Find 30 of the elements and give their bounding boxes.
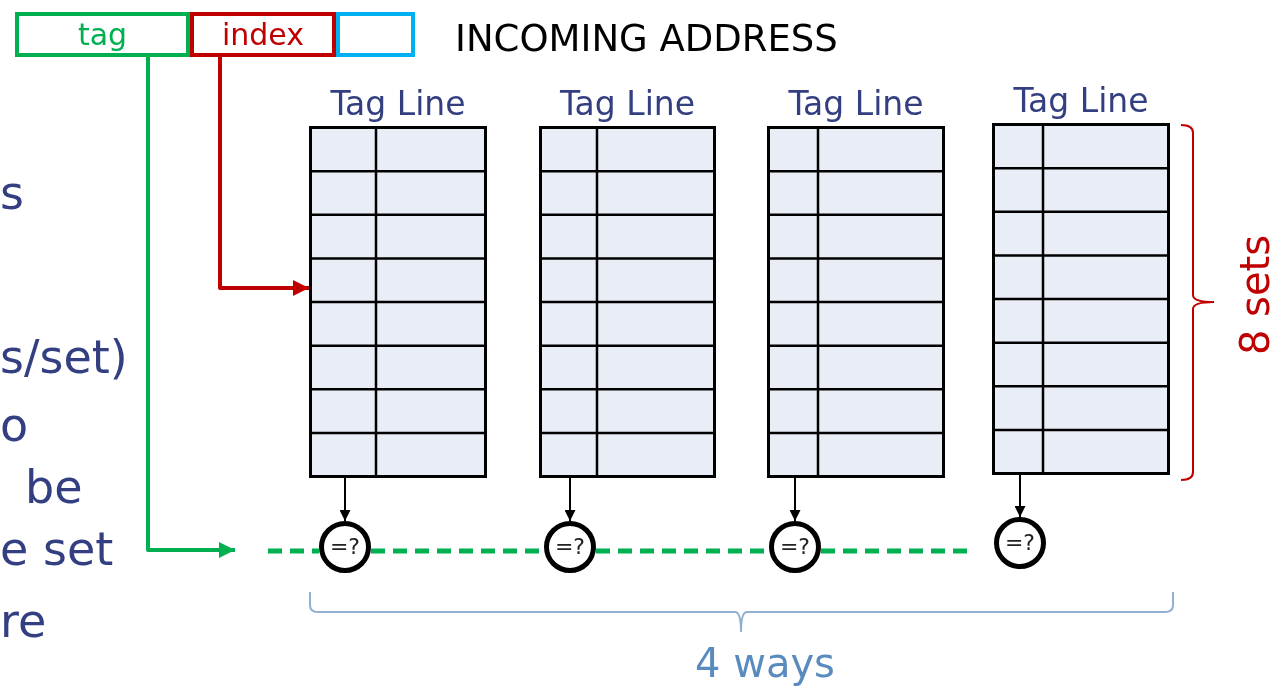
title-text: INCOMING ADDRESS xyxy=(455,20,838,57)
comparator-label: =? xyxy=(1004,532,1036,554)
address-field: index xyxy=(190,12,336,57)
offset-field xyxy=(336,12,415,57)
arrow xyxy=(1014,474,1026,518)
body-text: be xyxy=(25,464,83,510)
sets-label: 8 sets xyxy=(1235,234,1275,356)
body-text: o xyxy=(0,402,29,448)
way-heading: Tag Line xyxy=(787,84,925,124)
arrow xyxy=(146,57,235,558)
way-heading: Tag Line xyxy=(558,84,697,124)
comparator-circle xyxy=(544,521,596,573)
dashed-line xyxy=(268,548,319,554)
way-heading: Tag Line xyxy=(1012,81,1150,121)
body-text: e set xyxy=(0,526,114,572)
arrow xyxy=(339,477,351,522)
comparator-circle xyxy=(319,521,371,573)
arrow xyxy=(564,477,576,522)
address-field: tag xyxy=(15,12,190,57)
comparator-circle xyxy=(769,521,821,573)
arrow xyxy=(789,477,801,522)
comparator-label: =? xyxy=(779,536,811,558)
way-heading: Tag Line xyxy=(329,84,467,124)
comparator-label: =? xyxy=(329,536,361,558)
body-text: re xyxy=(0,598,47,644)
arrow xyxy=(218,57,309,296)
comparator-label: =? xyxy=(554,536,586,558)
body-text: s/set) xyxy=(0,334,128,380)
body-text: s xyxy=(0,170,24,216)
comparator-circle xyxy=(994,517,1046,569)
